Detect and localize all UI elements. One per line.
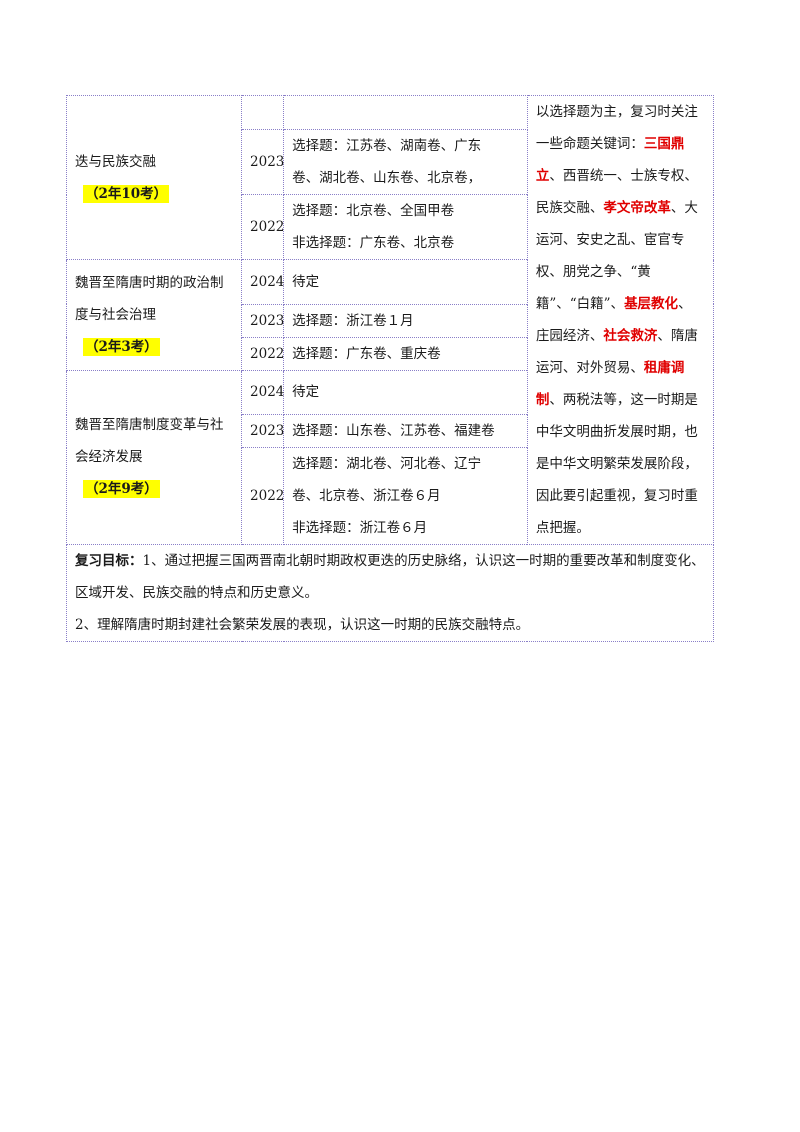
topic-cell: 魏晋至隋唐时期的政治制 度与社会治理 （2年3考） [65,259,243,371]
year-cell: 2022 [241,447,284,545]
table-row: 2022 选择题：湖北卷、河北卷、辽宁 卷、北京卷、浙江卷６月 非选择题：浙江卷… [67,447,714,545]
year-cell: 2023 [241,129,284,195]
year-cell [241,95,285,130]
exam-analysis-table: 迭与民族交融 （2年10考） 以选择题为主，复习时关注一些命题关键词：三国鼎立、… [65,95,715,642]
question-cell: 待定 [283,259,528,305]
review-goals-cell: 复习目标：1、通过把握三国两晋南北朝时期政权更迭的历史脉络，认识这一时期的重要改… [66,544,714,642]
year-cell: 2023 [241,414,284,448]
question-cell: 选择题：山东卷、江苏卷、福建卷 [283,414,528,448]
year-cell: 2022 [241,336,284,371]
year-cell: 2024 [241,369,284,415]
keyword-highlight: 三国鼎立 [535,136,685,184]
table-row: 2022 选择题：北京卷、全国甲卷 非选择题：广东卷、北京卷 [67,194,714,260]
year-cell: 2024 [241,259,284,305]
keyword-highlight: 租庸调制 [535,360,685,408]
question-cell: 选择题：北京卷、全国甲卷 非选择题：广东卷、北京卷 [283,194,528,260]
keyword-highlight: 社会救济 [603,328,658,344]
table-row: 迭与民族交融 （2年10考） 以选择题为主，复习时关注一些命题关键词：三国鼎立、… [65,95,715,545]
year-cell: 2023 [241,303,284,338]
question-cell: 选择题：江苏卷、湖南卷、广东 卷、湖北卷、山东卷、北京卷， [283,129,528,195]
question-cell: 选择题：广东卷、重庆卷 [283,336,528,371]
exam-count-badge: （2年9考） [83,480,160,499]
exam-count-badge: （2年3考） [83,337,160,356]
table-row: 复习目标：1、通过把握三国两晋南北朝时期政权更迭的历史脉络，认识这一时期的重要改… [66,544,714,642]
table-row: 魏晋至隋唐制度变革与社 会经济发展 （2年9考） 2024 待定 [65,369,714,545]
topic-cell: 迭与民族交融 （2年10考） [65,95,243,260]
question-cell: 选择题：湖北卷、河北卷、辽宁 卷、北京卷、浙江卷６月 非选择题：浙江卷６月 [283,447,528,545]
keyword-highlight: 基层教化 [624,296,679,312]
review-goals-label: 复习目标： [75,553,143,569]
topic-title: 魏晋至隋唐时期的政治制 [75,274,224,291]
topic-title: 魏晋至隋唐制度变革与社 [75,417,224,434]
keywords-cell: 以选择题为主，复习时关注一些命题关键词：三国鼎立、西晋统一、士族专权、民族交融、… [526,95,715,545]
question-cell: 选择题：浙江卷１月 [283,303,528,338]
exam-count-badge: （2年10考） [83,184,170,203]
question-cell [283,95,528,130]
keyword-highlight: 孝文帝改革 [603,200,671,216]
table-row: 魏晋至隋唐时期的政治制 度与社会治理 （2年3考） 2024 待定 [65,259,714,371]
topic-cell: 魏晋至隋唐制度变革与社 会经济发展 （2年9考） [65,369,243,545]
table-row: 2022 选择题：广东卷、重庆卷 [67,336,714,371]
topic-title: 迭与民族交融 [75,153,156,170]
year-cell: 2022 [241,194,284,260]
question-cell: 待定 [283,369,528,415]
table-row: 2023 选择题：浙江卷１月 [67,303,714,338]
